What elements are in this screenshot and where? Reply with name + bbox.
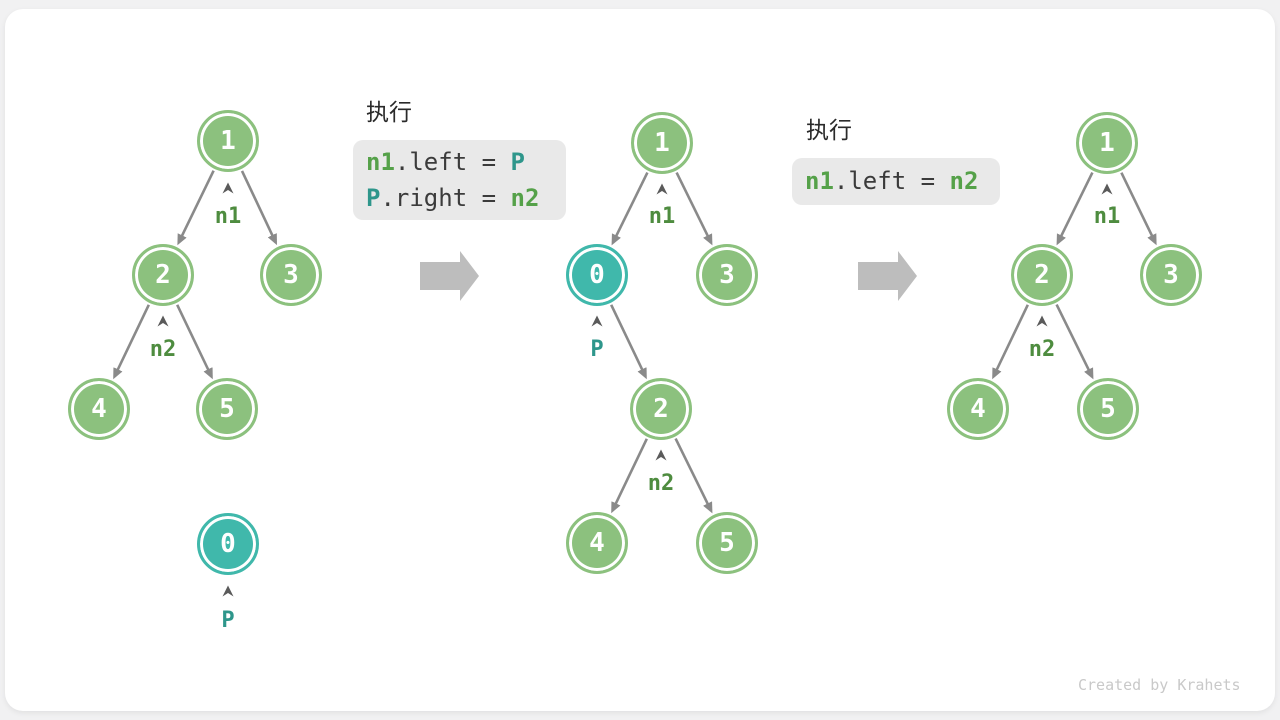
step1-node-3: 3 <box>260 244 322 306</box>
tree-edge <box>611 172 649 246</box>
step3-pointer-n2: n2 <box>1028 337 1056 362</box>
tree-edge <box>113 304 150 380</box>
exec2-codebox: n1.left = n2 <box>792 158 1000 205</box>
tree-edge <box>177 170 215 246</box>
code-line-1: n1.left = P <box>353 144 566 180</box>
flow-arrow-icon <box>858 251 917 301</box>
token-p: P <box>510 148 525 176</box>
tree-edge <box>176 304 213 380</box>
exec1-title: 执行 <box>366 100 412 126</box>
step2-node-1: 1 <box>631 112 693 174</box>
step2-node-5: 5 <box>696 512 758 574</box>
step1-detached-node-0: 0 <box>197 513 259 575</box>
step3-pointer-n1: n1 <box>1093 204 1121 229</box>
tree-edge <box>674 438 713 514</box>
caret-up-icon <box>1036 315 1048 327</box>
token-n1: n1 <box>805 167 834 195</box>
tree-edge <box>992 304 1029 380</box>
step2-node-4: 4 <box>566 512 628 574</box>
token-n1: n1 <box>366 148 395 176</box>
step3-node-1: 1 <box>1076 112 1138 174</box>
flow-arrow-icon <box>420 251 479 301</box>
step3-node-3: 3 <box>1140 244 1202 306</box>
step1-pointer-n1: n1 <box>214 204 242 229</box>
code-line-2: P.right = n2 <box>353 180 566 216</box>
step3-node-2: 2 <box>1011 244 1073 306</box>
step2-node-3: 3 <box>696 244 758 306</box>
caret-up-icon <box>222 182 234 194</box>
token-plain: .right = <box>380 184 511 212</box>
tree-edge <box>1056 172 1094 246</box>
step3-node-4: 4 <box>947 378 1009 440</box>
caret-up-icon <box>1101 183 1113 195</box>
token-plain: .left = <box>394 148 511 176</box>
watermark: Created by Krahets <box>1078 676 1241 694</box>
tree-edge <box>675 172 713 246</box>
token-p: P <box>366 184 381 212</box>
exec2-title: 执行 <box>806 118 852 144</box>
step2-node-0: 0 <box>566 244 628 306</box>
step1-node-4: 4 <box>68 378 130 440</box>
step1-node-2: 2 <box>132 244 194 306</box>
step1-node-1: 1 <box>197 110 259 172</box>
step2-pointer-n2: n2 <box>647 471 675 496</box>
caret-up-icon <box>222 585 234 597</box>
tree-edge <box>611 438 648 514</box>
exec1-codebox: n1.left = P P.right = n2 <box>353 140 566 220</box>
tree-edge <box>240 170 277 246</box>
step1-pointer-p: P <box>221 608 235 633</box>
caret-up-icon <box>591 315 603 327</box>
step2-pointer-p: P <box>590 337 604 362</box>
step3-node-5: 5 <box>1077 378 1139 440</box>
caret-up-icon <box>157 315 169 327</box>
tree-edge <box>1055 304 1094 380</box>
tree-edge <box>1120 172 1157 246</box>
caret-up-icon <box>656 183 668 195</box>
caret-up-icon <box>655 449 667 461</box>
step2-node-2: 2 <box>630 378 692 440</box>
step1-node-5: 5 <box>196 378 258 440</box>
token-plain: .left = <box>833 167 950 195</box>
code-line-1: n1.left = n2 <box>792 163 1000 199</box>
token-n2: n2 <box>949 167 979 195</box>
step1-pointer-n2: n2 <box>149 337 177 362</box>
token-n2: n2 <box>510 184 540 212</box>
tree-edge <box>610 304 647 380</box>
step2-pointer-n1: n1 <box>648 204 676 229</box>
